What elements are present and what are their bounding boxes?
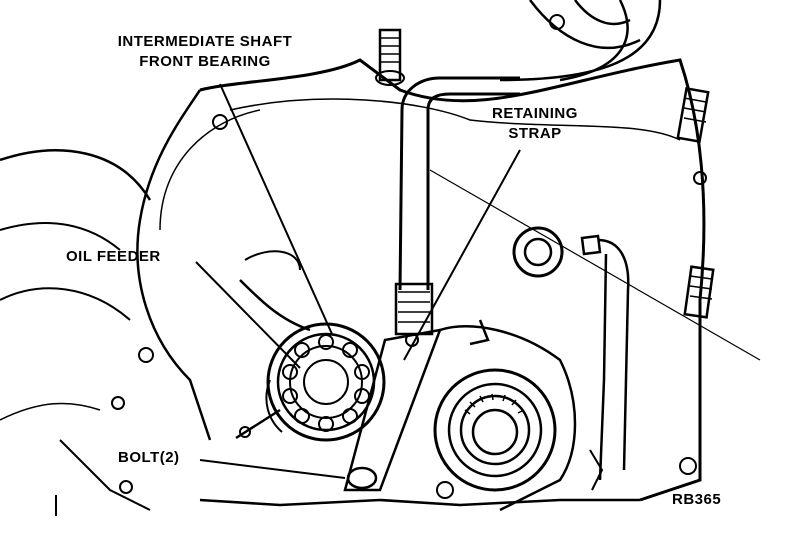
figure-code-label: RB365 — [672, 491, 722, 508]
bearing-rollers — [282, 334, 370, 432]
left-housing — [0, 149, 152, 511]
leader-lines — [195, 83, 521, 479]
front-cover-outline — [136, 58, 761, 502]
seal-hub — [433, 319, 577, 512]
retaining-strap-label-line1: RETAINING — [492, 105, 578, 122]
bottom-edge — [55, 495, 640, 516]
intermediate-shaft-label-line2: FRONT BEARING — [139, 53, 271, 70]
top-tubes — [499, 0, 662, 82]
spring-clip — [512, 226, 630, 491]
intermediate-shaft-label-line1: INTERMEDIATE SHAFT — [117, 33, 293, 50]
bearing-assembly — [235, 250, 386, 442]
retaining-strap-label: RETAINING STRAP — [460, 104, 610, 144]
oil-feeder-label: OIL FEEDER — [66, 248, 161, 265]
retaining-strap-bar — [343, 328, 442, 492]
studs — [375, 28, 715, 319]
retaining-strap-label-line2: STRAP — [508, 125, 562, 142]
intermediate-shaft-label: INTERMEDIATE SHAFT FRONT BEARING — [80, 32, 330, 72]
bolt-label: BOLT(2) — [118, 449, 180, 466]
